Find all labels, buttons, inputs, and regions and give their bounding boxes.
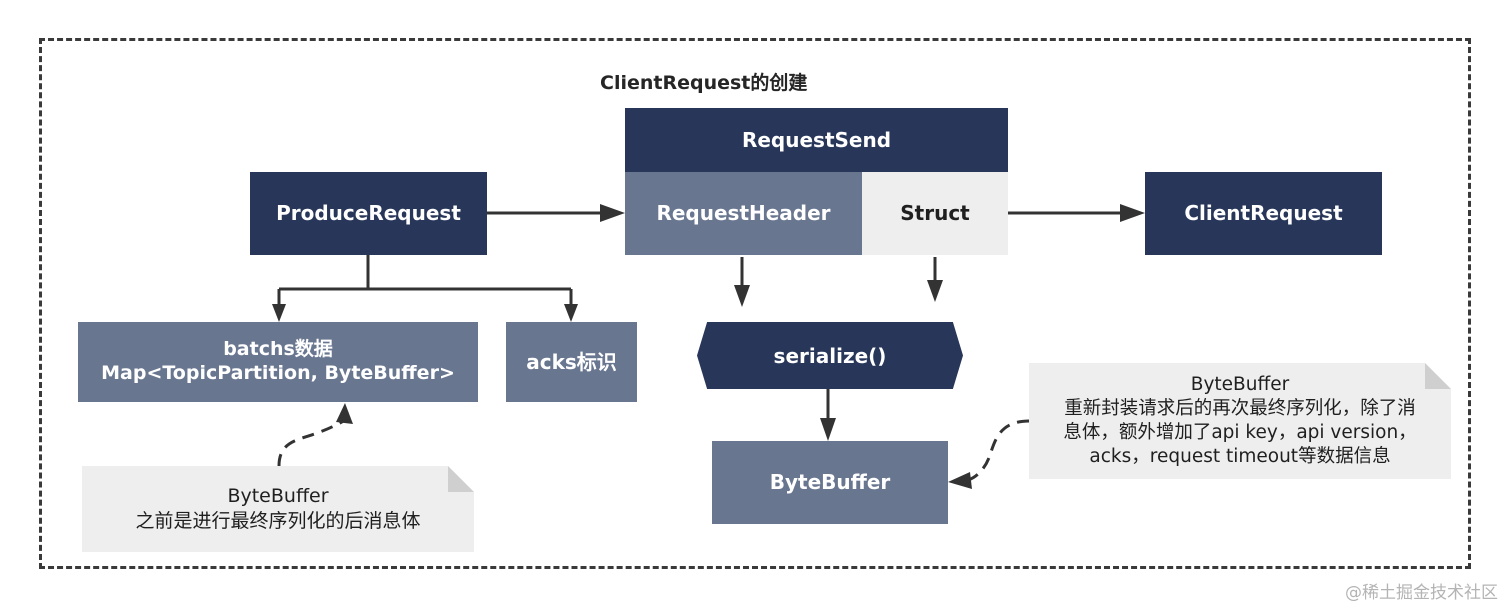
dashed-frame (39, 38, 1471, 569)
request-send-box: RequestSend (625, 108, 1008, 172)
serialize-label: serialize() (773, 343, 887, 368)
left-note-line1: ByteBuffer (227, 485, 329, 508)
right-note-line1: ByteBuffer (1190, 373, 1290, 395)
struct-box: Struct (862, 172, 1008, 255)
client-request-box: ClientRequest (1145, 172, 1382, 255)
batchs-label-line2: Map<TopicPartition, ByteBuffer> (101, 362, 455, 384)
watermark: @稀土掘金技术社区 (1345, 583, 1498, 603)
produce-to-request-arrow (487, 204, 625, 222)
bytebuffer-box: ByteBuffer (712, 441, 948, 524)
struct-label: Struct (900, 201, 970, 225)
left-note-dashed-arrow (277, 403, 353, 467)
struct-down-arrow (927, 257, 943, 302)
acks-label: acks标识 (526, 349, 617, 374)
left-note-line2: 之前是进行最终序列化的后消息体 (135, 510, 421, 532)
right-note: ByteBuffer 重新封装请求后的再次最终序列化，除了消 息体，额外增加了a… (1029, 363, 1451, 479)
serialize-to-bytebuffer-arrow (820, 389, 836, 441)
client-request-label: ClientRequest (1184, 201, 1343, 225)
batchs-label-line1: batchs数据 (223, 338, 333, 361)
request-header-label: RequestHeader (656, 201, 831, 225)
struct-to-client-arrow (1008, 204, 1145, 222)
left-note: ByteBuffer 之前是进行最终序列化的后消息体 (82, 466, 474, 552)
produce-request-box: ProduceRequest (250, 172, 487, 255)
produce-split-connector (272, 255, 578, 322)
bytebuffer-label: ByteBuffer (769, 470, 891, 494)
right-note-dashed-arrow (948, 419, 1030, 489)
right-note-line4: acks，request timeout等数据信息 (1089, 446, 1391, 468)
right-note-line2: 重新封装请求后的再次最终序列化，除了消 (1064, 397, 1416, 419)
right-note-line3: 息体，额外增加了api key，api version， (1063, 422, 1417, 443)
request-send-label: RequestSend (741, 127, 892, 152)
request-header-box: RequestHeader (625, 172, 862, 255)
header-down-arrow (734, 257, 750, 307)
serialize-hexagon: serialize() (697, 322, 963, 389)
batchs-box: batchs数据 Map<TopicPartition, ByteBuffer> (78, 322, 478, 402)
produce-request-label: ProduceRequest (276, 201, 461, 225)
acks-box: acks标识 (506, 322, 637, 402)
diagram-title: ClientRequest的创建 (600, 72, 808, 94)
